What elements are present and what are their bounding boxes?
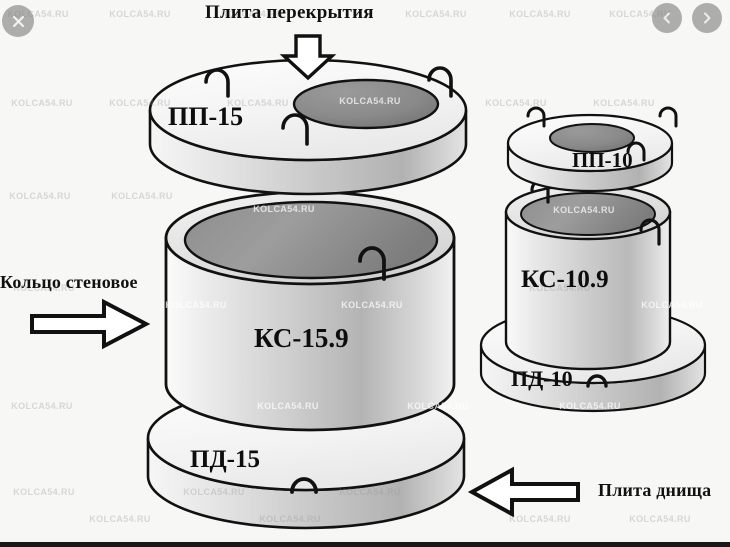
ks109-outer-wall: [504, 210, 672, 371]
ks159-outer-wall: [164, 236, 456, 432]
close-button[interactable]: [2, 5, 34, 37]
part-label-pp10: ПП-10: [572, 148, 633, 172]
viewer-bottom-bar: [0, 542, 730, 547]
part-label-pp15: ПП-15: [168, 102, 244, 131]
ks159-bore: [183, 200, 439, 280]
chevron-left-icon: [663, 12, 670, 24]
pd10-lifting-loop-icon: [586, 374, 608, 388]
arrow-right-icon: [30, 298, 151, 350]
annotation-arrows: [30, 34, 580, 518]
part-label-ks109: КС-10.9: [521, 266, 609, 293]
arrow-left-icon: [467, 466, 580, 518]
annotation-bottom-plate: Плита днища: [598, 480, 712, 500]
part-group-left-stack: [146, 58, 468, 530]
arrow-down-icon: [279, 34, 337, 81]
pp15-lifting-loop-icon-left: [204, 68, 230, 98]
ks159-lifting-loop-icon-right: [358, 246, 386, 281]
annotation-wall-ring: Кольцо стеновое: [0, 272, 138, 292]
part-pp15: [148, 58, 468, 196]
pp10-lifting-loop-icon-front: [626, 141, 646, 162]
pp10-lifting-loop-icon-left: [526, 106, 546, 128]
pp15-lifting-loop-icon-right: [427, 66, 453, 98]
ks109-bore: [520, 192, 656, 236]
pd15-lifting-loop-icon: [290, 477, 318, 494]
close-icon: [12, 15, 24, 27]
part-group-right-stack: [479, 106, 707, 413]
pp15-lifting-loop-icon-front: [281, 113, 309, 146]
part-pp10: [506, 106, 678, 193]
part-ks159: [164, 177, 456, 432]
next-image-button[interactable]: [692, 3, 722, 33]
pp10-manhole-opening: [549, 123, 635, 153]
previous-image-button[interactable]: [652, 3, 682, 33]
ks109-lifting-loop-icon-right: [639, 218, 661, 246]
pp10-lifting-loop-icon-right: [658, 106, 678, 128]
chevron-right-icon: [704, 12, 711, 24]
part-label-pd10: ПД-10: [511, 366, 573, 391]
annotation-cover-plate: Плита перекрытия: [205, 2, 374, 23]
part-ks109: [504, 179, 672, 371]
part-label-ks159: КС-15.9: [254, 323, 349, 353]
part-label-pd15: ПД-15: [190, 446, 260, 473]
pp15-manhole-opening: [292, 78, 440, 130]
